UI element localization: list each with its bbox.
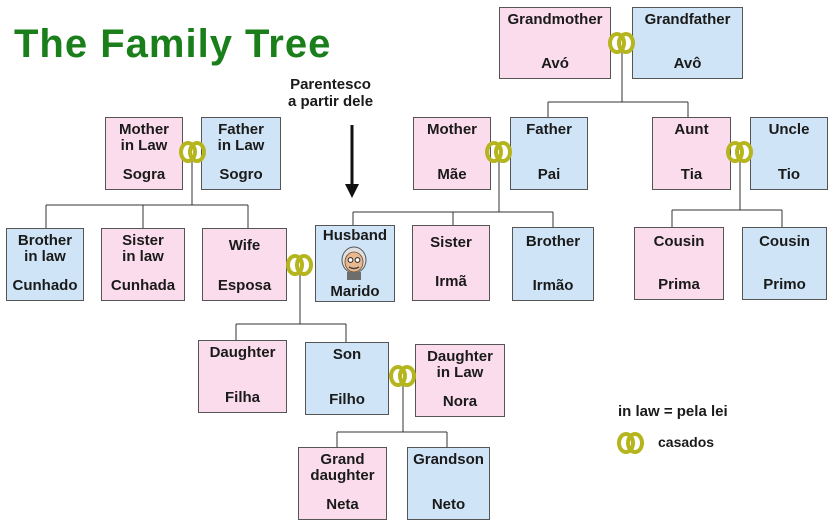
person-father-in-law: Father in Law Sogro: [201, 117, 281, 190]
person-grandfather: Grandfather Avô: [632, 7, 743, 79]
person-label-pt: Nora: [442, 393, 478, 410]
person-label-en: Wife: [228, 237, 261, 254]
person-label-en: Husband: [322, 227, 388, 244]
person-label-en: Daughter in Law: [427, 348, 493, 381]
person-label-en: Father in Law: [217, 121, 265, 154]
person-grandmother: Grandmother Avó: [499, 7, 611, 79]
person-label-pt: Primo: [763, 276, 806, 293]
wedding-rings-icon: [389, 365, 416, 387]
person-label-pt: Tia: [680, 166, 703, 183]
person-granddaughter: Grand daughter Neta: [298, 447, 387, 520]
person-label-pt: Cunhado: [12, 277, 78, 294]
person-sister-in-law: Sister in law Cunhada: [101, 228, 185, 301]
person-label-en: Daughter: [209, 344, 276, 361]
person-sister: Sister Irmã: [412, 225, 490, 301]
wedding-rings-icon: [726, 141, 753, 163]
person-label-pt: Sogro: [219, 166, 263, 183]
wedding-rings-icon: [179, 141, 206, 163]
person-brother-in-law: Brother in law Cunhado: [6, 228, 84, 301]
person-mother: Mother Mãe: [413, 117, 491, 190]
pointer-note: Parentesco a partir dele: [288, 76, 374, 110]
person-label-pt: Filho: [329, 391, 365, 408]
person-son: Son Filho: [305, 342, 389, 415]
person-label-en: Uncle: [768, 121, 810, 138]
person-father: Father Pai: [510, 117, 588, 190]
person-label-pt: Neta: [326, 496, 359, 513]
person-wife: Wife Esposa: [202, 228, 287, 301]
person-mother-in-law: Mother in Law Sogra: [105, 117, 183, 190]
legend-in-law: in law = pela lei: [618, 403, 728, 420]
page-title: The Family Tree: [14, 22, 332, 66]
person-label-en: Mother: [427, 121, 477, 138]
person-cousin-male: Cousin Primo: [742, 227, 827, 300]
person-label-en: Son: [332, 346, 362, 363]
person-label-en: Brother in law: [17, 232, 73, 265]
person-label-en: Grandson: [413, 451, 484, 468]
person-label-en: Mother in Law: [119, 121, 169, 154]
person-label-pt: Filha: [224, 389, 260, 406]
person-label-pt: Avô: [673, 55, 702, 72]
wedding-rings-icon: [608, 32, 635, 54]
person-label-pt: Prima: [658, 276, 700, 293]
person-label-en: Cousin: [759, 233, 810, 250]
legend-married: casados: [658, 434, 715, 450]
person-label-en: Brother: [525, 233, 581, 250]
wedding-rings-icon: [485, 141, 512, 163]
person-label-pt: Mãe: [437, 166, 467, 183]
person-daughter: Daughter Filha: [198, 340, 287, 413]
wedding-rings-icon: [286, 254, 313, 276]
person-label-pt: Pai: [537, 166, 561, 183]
person-label-pt: Esposa: [217, 277, 272, 294]
person-label-pt: Irmã: [435, 273, 467, 290]
person-label-en: Cousin: [653, 233, 705, 250]
person-grandson: Grandson Neto: [407, 447, 490, 520]
person-aunt: Aunt Tia: [652, 117, 731, 190]
person-label-en: Grandfather: [644, 11, 731, 28]
legend-wedding-rings-icon: [617, 432, 644, 454]
person-label-pt: Sogra: [122, 166, 166, 183]
person-uncle: Uncle Tio: [750, 117, 828, 190]
person-label-en: Grandmother: [507, 11, 603, 28]
person-label-en: Grand daughter: [310, 451, 375, 484]
person-label-pt: Avó: [541, 55, 569, 72]
person-label-en: Sister in law: [122, 232, 164, 265]
person-label-pt: Irmão: [532, 277, 574, 294]
person-label-pt: Tio: [777, 166, 801, 183]
person-label-pt: Marido: [330, 283, 380, 300]
person-label-pt: Cunhada: [110, 277, 176, 294]
person-label-en: Aunt: [674, 121, 709, 138]
person-label-en: Father: [526, 121, 572, 138]
person-brother: Brother Irmão: [512, 227, 594, 301]
man-avatar-icon: [341, 246, 367, 280]
person-label-pt: Neto: [431, 496, 466, 513]
person-daughter-in-law: Daughter in Law Nora: [415, 344, 505, 417]
person-cousin-female: Cousin Prima: [634, 227, 724, 300]
person-husband: Husband Marido: [315, 225, 395, 302]
person-label-en: Sister: [430, 234, 472, 251]
